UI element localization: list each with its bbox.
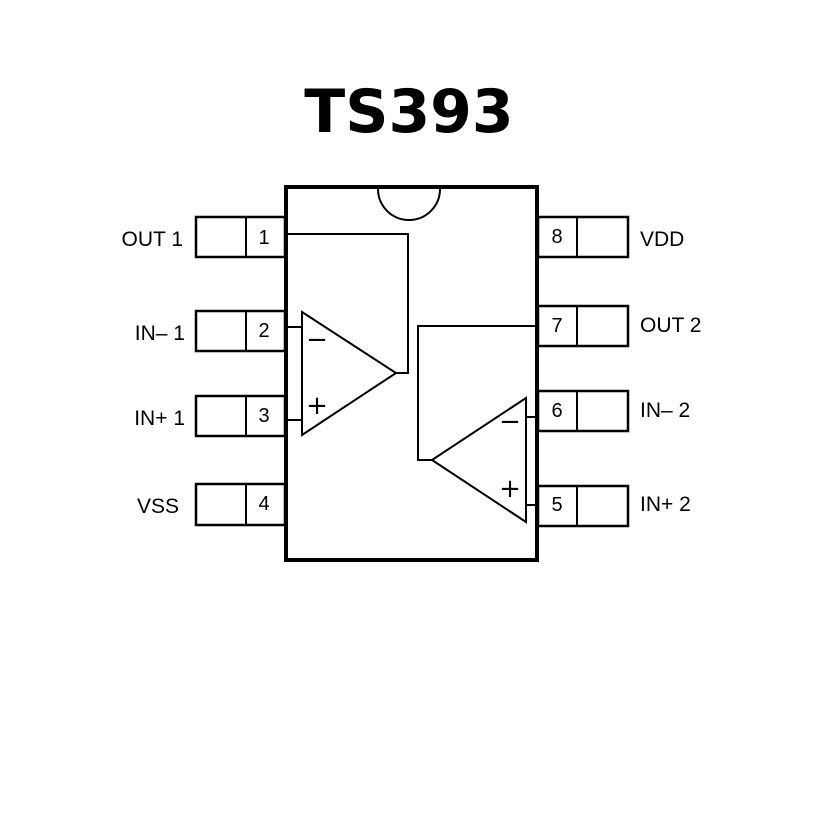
- pin-2-box: [194, 309, 287, 353]
- pin-5: 5 IN+ 2: [536, 484, 691, 528]
- pin-7: 7 OUT 2: [536, 304, 701, 348]
- pin-6-number: 6: [551, 400, 562, 422]
- pin-4: 4 VSS: [137, 482, 287, 527]
- comparator-2-plus-sign: +: [499, 474, 521, 504]
- pin-1-box: [194, 215, 287, 259]
- pin-1-label: OUT 1: [122, 228, 183, 251]
- comparator-2: − +: [417, 325, 535, 524]
- pin-3-label: IN+ 1: [134, 407, 185, 430]
- pin-2: 2 IN– 1: [135, 309, 287, 353]
- pin-7-number: 7: [551, 315, 562, 337]
- comparator-2-triangle: [430, 396, 527, 524]
- comparator-1-plus-sign: +: [306, 391, 328, 421]
- pin-7-label: OUT 2: [640, 314, 701, 337]
- package-body: [284, 185, 539, 562]
- pin-8-label: VDD: [640, 228, 684, 251]
- pin-4-box: [194, 482, 287, 527]
- pin-5-number: 5: [551, 494, 562, 516]
- pin-8: 8 VDD: [536, 215, 684, 259]
- pin-6: 6 IN– 2: [536, 389, 690, 433]
- pin-2-number: 2: [258, 320, 269, 342]
- comparator-1-triangle: [301, 310, 398, 437]
- package-notch: [377, 188, 441, 221]
- chip-title: TS393: [304, 77, 513, 147]
- pin-5-label: IN+ 2: [640, 493, 691, 516]
- pin-1: 1 OUT 1: [122, 215, 287, 259]
- pin-6-box: [536, 389, 630, 433]
- pin-1-number: 1: [258, 227, 269, 249]
- comparator-1: − +: [288, 233, 409, 437]
- pin-5-box: [536, 484, 630, 528]
- pin-8-number: 8: [551, 226, 562, 248]
- pin-2-label: IN– 1: [135, 322, 185, 345]
- comparator-2-minus-sign: −: [499, 407, 521, 437]
- comparator-1-minus-sign: −: [306, 325, 328, 355]
- pin-8-box: [536, 215, 630, 259]
- pin-6-label: IN– 2: [640, 399, 690, 422]
- comparator-1-output-wire: [288, 233, 409, 374]
- pin-3-box: [194, 394, 287, 438]
- pin-3: 3 IN+ 1: [134, 394, 287, 438]
- comparator-2-output-wire: [417, 325, 535, 461]
- pin-4-label: VSS: [137, 495, 179, 518]
- pin-3-number: 3: [258, 405, 269, 427]
- pin-7-box: [536, 304, 630, 348]
- pin-4-number: 4: [258, 493, 269, 515]
